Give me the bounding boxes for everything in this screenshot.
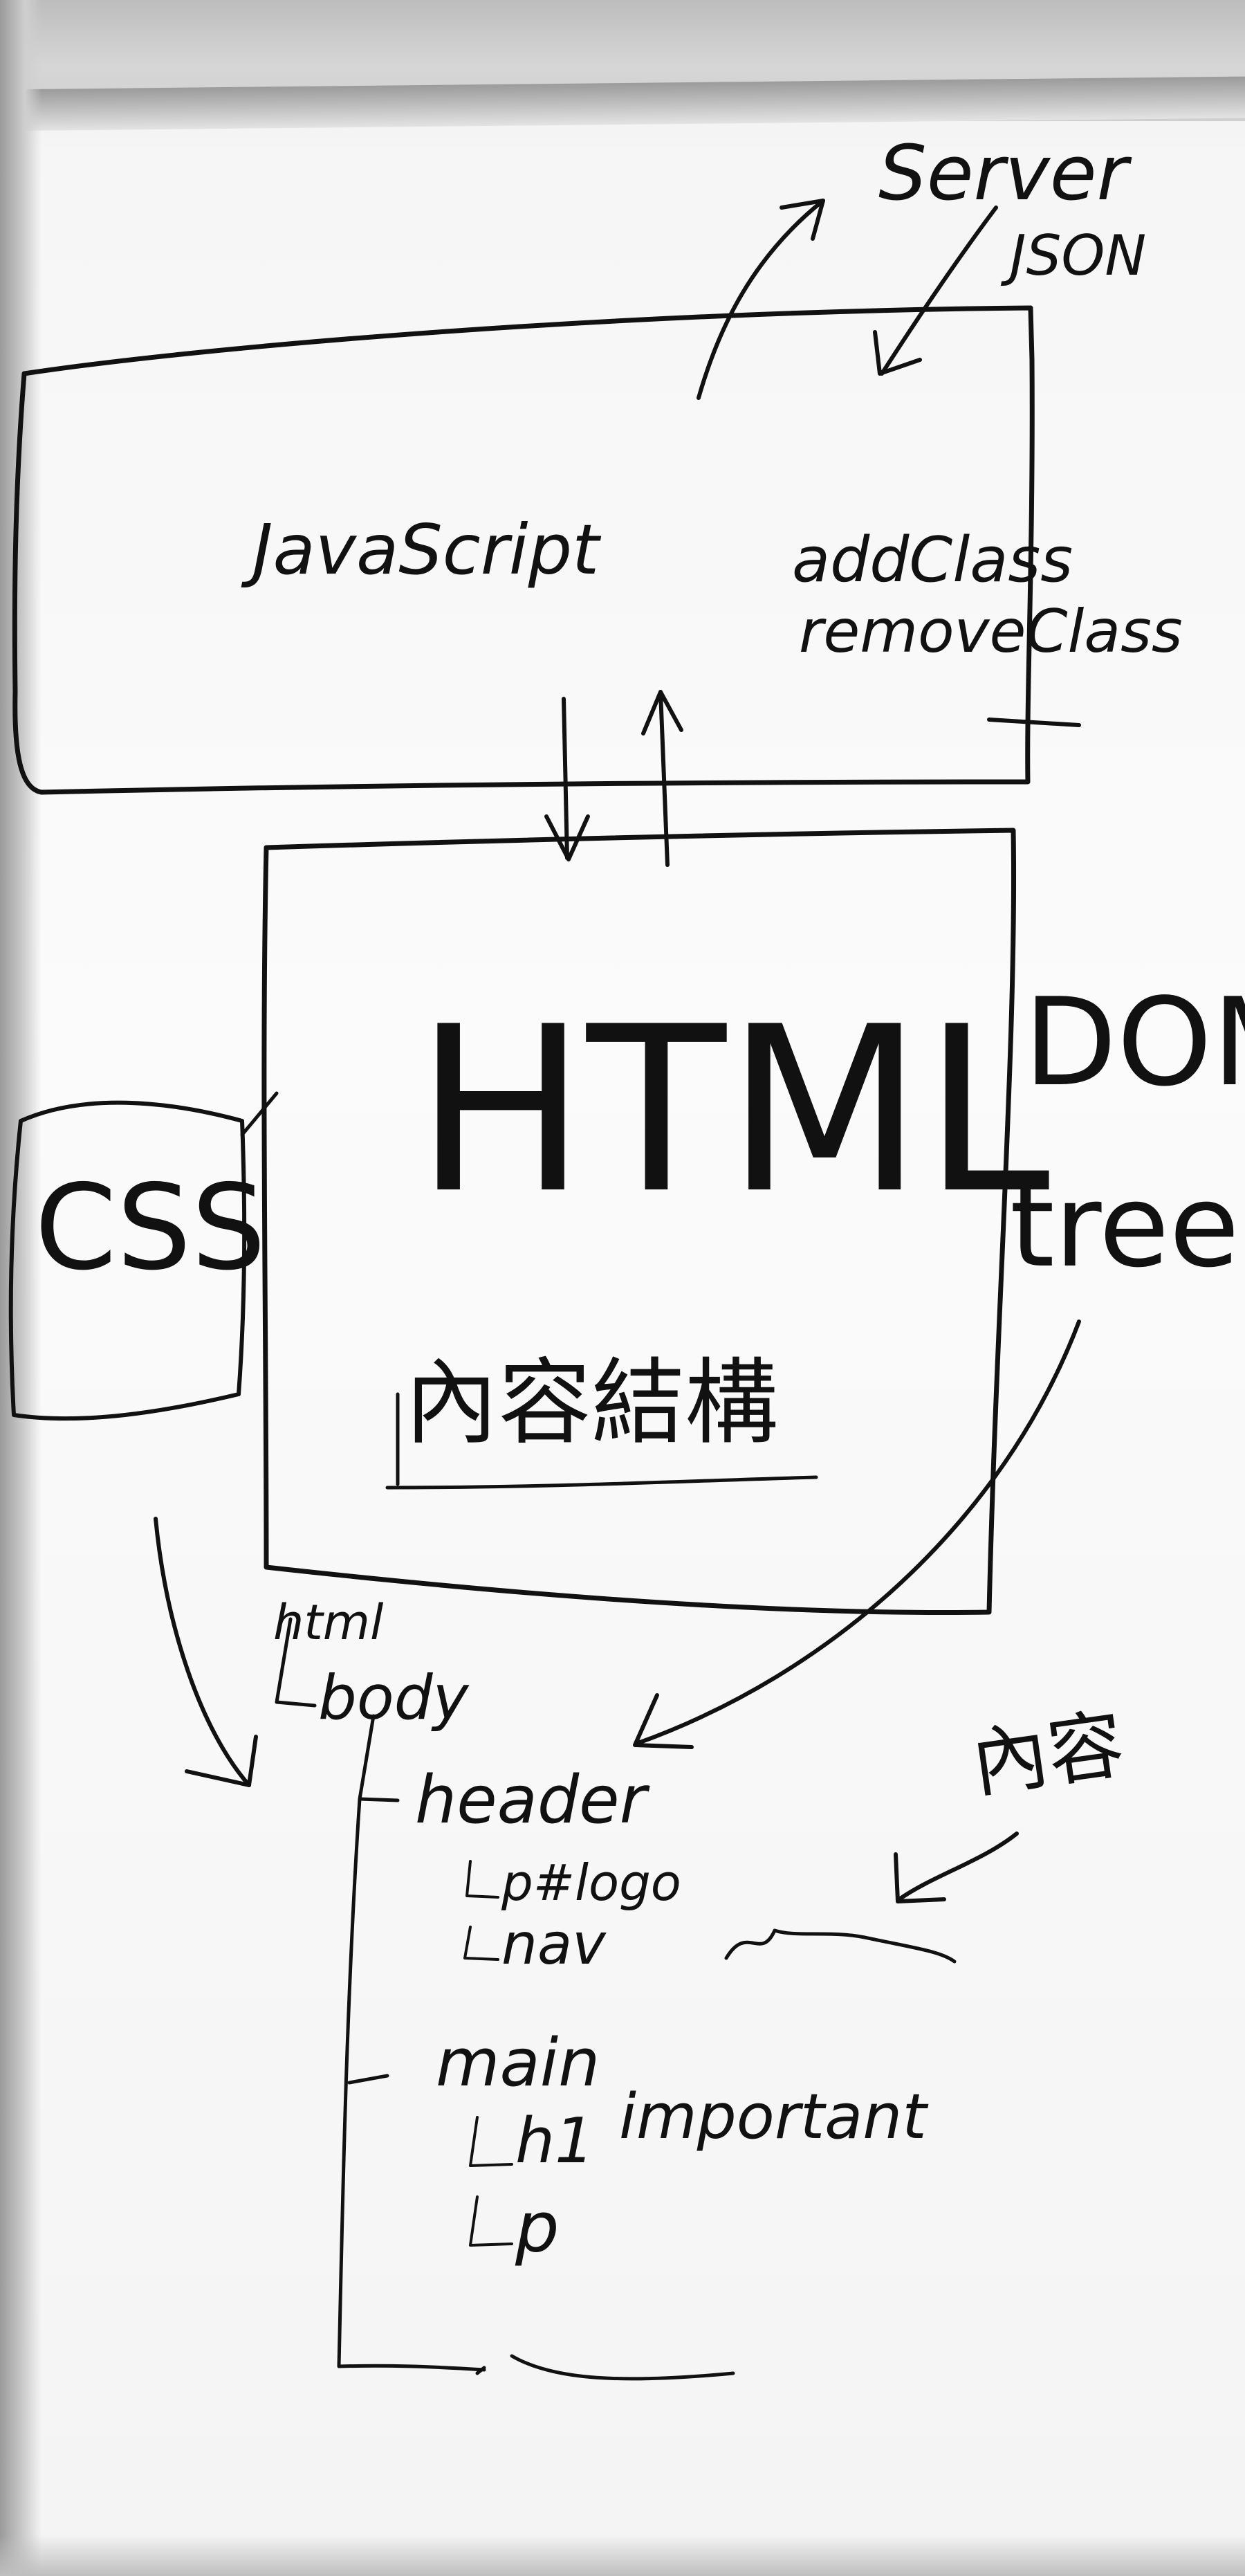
tree-node-header: header [415,1762,647,1838]
html-label: HTML [415,978,1051,1243]
tree-end-scribble [475,2354,735,2381]
javascript-label: JavaScript [252,509,600,590]
tree-plogo-branch [465,1860,499,1899]
tree-nav-branch [463,1926,499,1961]
arrow-dom-to-header [634,1319,1081,1746]
content-note-label: 內容 [966,1699,1129,1809]
arrow-content-note [897,1831,1019,1901]
css-label: CSS [35,1160,266,1297]
arrow-to-server [697,199,825,400]
whiteboard-frame-bottom [0,2534,1245,2576]
html-box [261,828,1017,1615]
tree-node-p-logo: p#logo [501,1854,681,1912]
tree-label: tree [1010,1160,1239,1292]
tree-node-p: p [515,2187,560,2268]
arrow-css-to-tree [154,1517,251,1787]
removeclass-label: removeClass [799,597,1183,666]
content-structure-label: 內容結構 [405,1349,778,1457]
tree-node-html: html [273,1594,384,1651]
tree-node-nav: nav [501,1912,606,1977]
arrow-from-json [880,205,998,376]
tree-h1-branch [469,2116,513,2167]
dom-label: DOM [1024,973,1245,1113]
nav-scribble [724,1928,957,1964]
css-box [8,1100,247,1421]
server-label: Server [878,129,1128,217]
arrow-js-to-html [562,697,569,860]
tree-node-main: main [436,2025,600,2101]
tree-body-branch [275,1617,317,1708]
addclass-label: addClass [792,524,1073,596]
tree-node-h1: h1 [515,2105,595,2177]
javascript-box-bottom-extension [987,718,1081,727]
tree-p-branch [469,2195,513,2247]
tree-note-important: important [619,2081,927,2153]
json-label: JSON [1010,223,1147,288]
tree-main-branch [347,2074,389,2085]
tree-main-spine [337,1797,486,2372]
content-structure-underline [385,1475,818,1490]
javascript-box [12,305,1035,795]
tree-node-body: body [318,1662,469,1733]
